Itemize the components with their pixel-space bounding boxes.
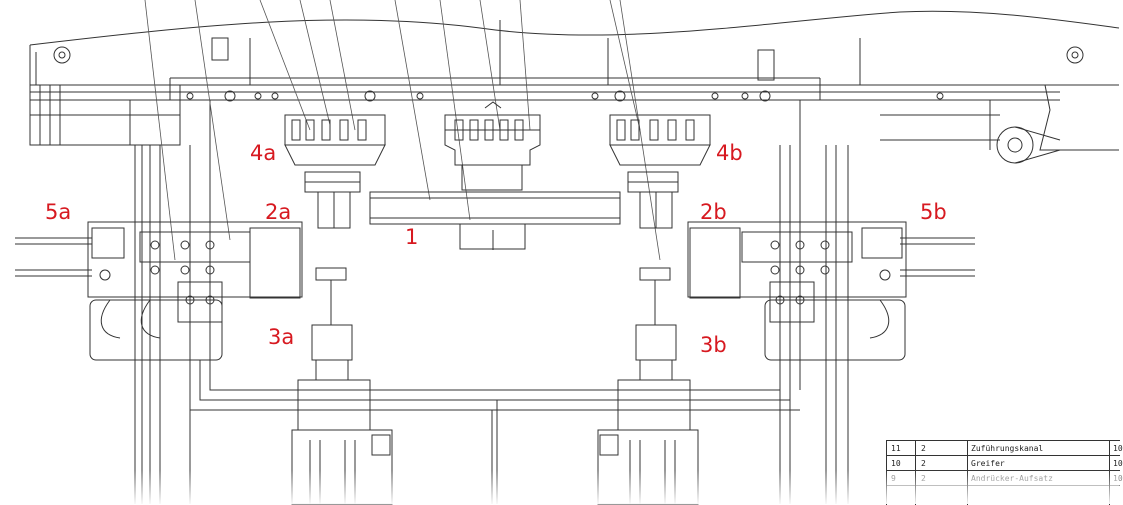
centre-head [369,101,621,250]
parts-list-table: 11 2 Zuführungskanal 10 10 2 Greifer 10 … [886,440,1123,505]
frame-left [29,84,181,146]
leader-lines [144,0,661,261]
table-row: 10 2 Greifer 10 [887,456,1123,471]
table-row: 11 2 Zuführungskanal 10 [887,441,1123,456]
gripper-2a-assembly [15,221,303,361]
lower-frame [190,360,800,504]
label-4b: 4b [716,141,743,165]
label-2b: 2b [700,200,727,224]
head-4a [284,114,386,229]
top-rail-bolts [186,90,944,102]
head-4b [609,114,711,229]
vertical-posts [134,100,849,504]
top-frame [29,10,1120,101]
label-5a: 5a [45,200,72,224]
gripper-2b-assembly [687,221,975,361]
label-1: 1 [405,225,419,249]
cylinder-3b [597,267,699,505]
label-2a: 2a [265,200,292,224]
cylinder-3a [291,267,393,505]
label-3a: 3a [268,325,295,349]
label-4a: 4a [250,141,277,165]
label-5b: 5b [920,200,947,224]
label-3b: 3b [700,333,727,357]
frame-right [880,84,1119,164]
table-row: 9 2 Andrücker-Aufsatz 10 [887,471,1123,486]
